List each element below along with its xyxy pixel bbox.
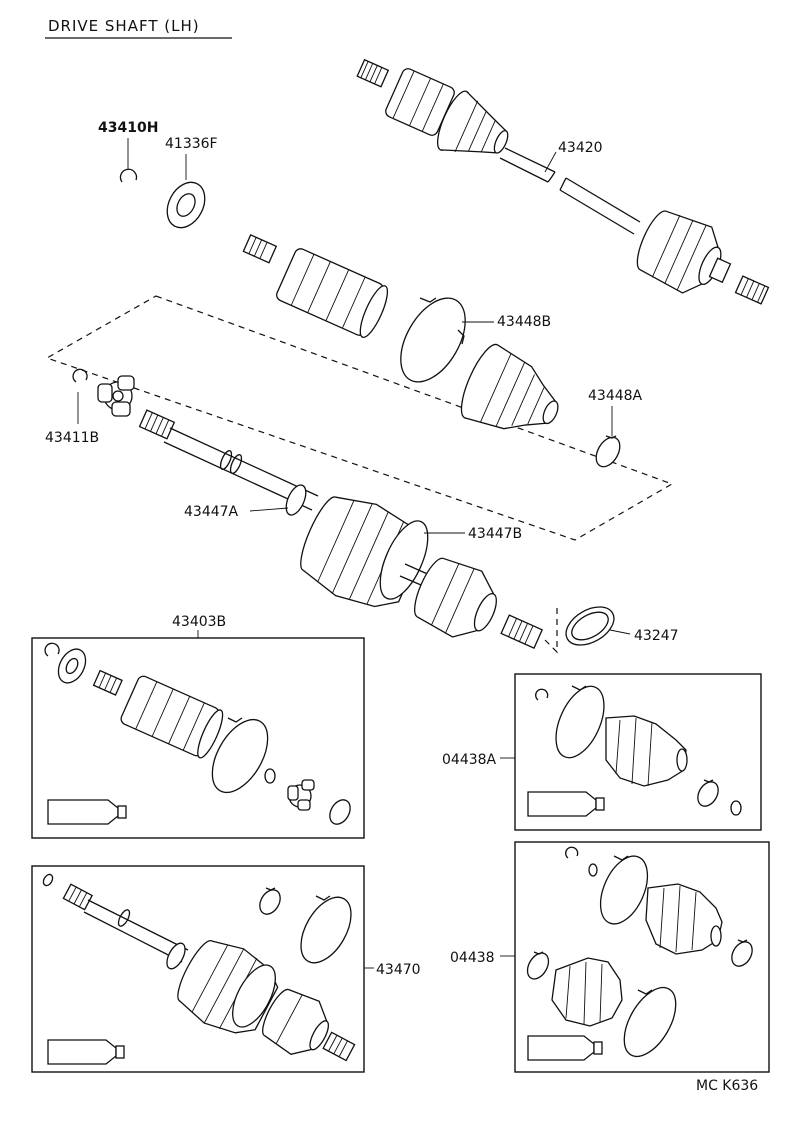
kit-box-43403B <box>31 637 365 839</box>
boot-clamp-43448A <box>595 435 621 468</box>
oil-seal-43247 <box>565 606 615 646</box>
leader-43247 <box>609 629 631 635</box>
part-label-43410H: 43410H <box>98 120 158 136</box>
kit-04438-contents <box>526 846 753 1061</box>
part-label-43247: 43247 <box>634 628 679 644</box>
kit-43403B-contents <box>44 642 351 825</box>
oil-seal-41336F <box>166 181 206 229</box>
part-label-43447B: 43447B <box>468 526 522 542</box>
part-label-41336F: 41336F <box>165 136 218 152</box>
kit-04438A-contents <box>527 685 742 817</box>
part-label-43420: 43420 <box>558 140 603 156</box>
inner-boot <box>460 343 559 430</box>
part-label-43411B: 43411B <box>45 430 99 446</box>
inner-joint-housing <box>242 234 389 338</box>
kit-box-04438 <box>514 841 770 1073</box>
drive-shaft-assembly-43420 <box>356 58 770 305</box>
part-label-43470: 43470 <box>376 962 421 978</box>
leader-43447A <box>249 507 289 512</box>
snap-ring-43411B <box>72 368 88 383</box>
tripod-joint <box>97 375 135 417</box>
diagram-code: MC K636 <box>696 1078 758 1094</box>
kit-43470-contents <box>42 873 356 1065</box>
part-label-43448A: 43448A <box>588 388 643 404</box>
part-label-43447A: 43447A <box>184 504 239 520</box>
leader-43420 <box>544 151 557 173</box>
dashed-link-43247 <box>544 604 558 654</box>
drive-shaft-center-assembly <box>138 409 544 649</box>
diagram-title: DRIVE SHAFT (LH) <box>48 17 200 35</box>
part-label-43403B: 43403B <box>172 614 226 630</box>
kit-box-43470 <box>31 865 365 1073</box>
boot-clamp-43448B <box>400 297 466 383</box>
snap-ring-43410H <box>119 168 138 183</box>
kit-box-04438A <box>514 673 762 831</box>
part-label-43448B: 43448B <box>497 314 551 330</box>
part-label-04438A: 04438A <box>442 752 497 768</box>
part-label-04438: 04438 <box>450 950 495 966</box>
